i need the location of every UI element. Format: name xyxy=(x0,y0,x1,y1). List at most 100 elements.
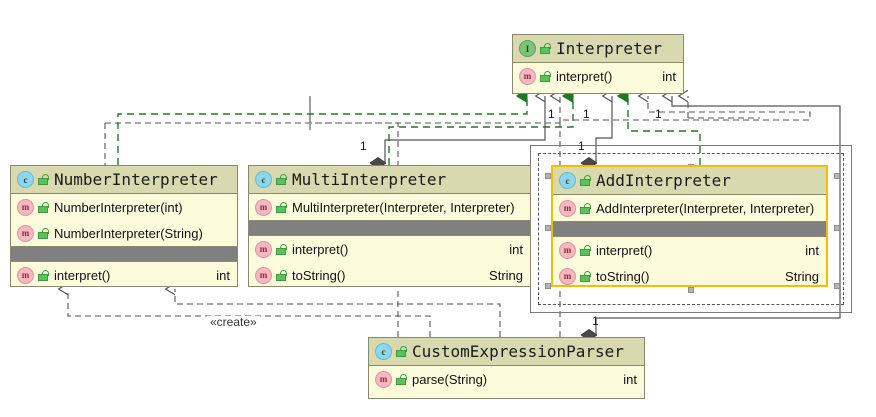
dependency-right-branch xyxy=(677,89,760,119)
class-box-custom-expression-parser[interactable]: c CustomExpressionParser m parse(String) int xyxy=(368,337,645,399)
method-icon: m xyxy=(17,266,34,284)
section-separator xyxy=(553,222,826,237)
member-type: int xyxy=(662,68,676,84)
method-icon: m xyxy=(17,198,34,216)
multiplicity-label: 1 xyxy=(592,314,599,328)
dependency-parser-to-number xyxy=(164,282,501,337)
lock-icon xyxy=(396,346,407,357)
member-type: int xyxy=(805,242,819,258)
dependency-parser-to-number-create xyxy=(57,282,431,337)
class-section: m interpret() int m toString() String xyxy=(553,237,826,289)
lock-icon xyxy=(38,227,49,239)
lock-icon xyxy=(38,201,49,213)
class-icon: c xyxy=(375,343,392,360)
selection-handle[interactable] xyxy=(545,283,551,289)
class-icon: c xyxy=(255,171,272,188)
method-icon: m xyxy=(17,224,34,242)
member-type: String xyxy=(489,267,523,283)
member-name: parse(String) xyxy=(412,371,488,387)
lock-icon xyxy=(276,174,287,185)
method-icon: m xyxy=(255,266,272,284)
method-icon: m xyxy=(519,67,536,85)
class-title-custom-expression-parser: CustomExpressionParser xyxy=(412,342,624,361)
method-icon: m xyxy=(255,198,272,216)
class-section: m MultiInterpreter(Interpreter, Interpret… xyxy=(249,194,530,221)
multiplicity-label: 1 xyxy=(578,139,585,153)
class-section: m parse(String) int xyxy=(369,366,644,392)
lock-icon xyxy=(276,243,287,255)
class-section: m interpret() int xyxy=(513,63,683,89)
class-header-custom-expression-parser[interactable]: c CustomExpressionParser xyxy=(369,338,644,366)
member-name: NumberInterpreter(int) xyxy=(54,199,183,215)
lock-icon xyxy=(580,270,591,282)
member-type: String xyxy=(785,268,819,284)
selection-handle[interactable] xyxy=(834,173,840,179)
class-title-number-interpreter: NumberInterpreter xyxy=(54,170,218,189)
dependency-multi-to-interpreter xyxy=(104,89,561,165)
selection-handle[interactable] xyxy=(545,225,551,231)
method-icon: m xyxy=(559,241,576,259)
member-row[interactable]: m MultiInterpreter(Interpreter, Interpret… xyxy=(249,194,530,220)
class-icon: c xyxy=(559,172,576,189)
member-type: int xyxy=(623,371,637,387)
selection-handle[interactable] xyxy=(834,283,840,289)
stereotype-label: «create» xyxy=(207,316,260,328)
realization-number-to-interpreter xyxy=(117,96,528,165)
multiplicity-label: 1 xyxy=(583,107,590,121)
lock-icon xyxy=(580,244,591,256)
member-name: toString() xyxy=(596,268,650,284)
selection-handle[interactable] xyxy=(545,173,551,179)
member-row[interactable]: m toString() String xyxy=(553,263,826,289)
composition-multi-interpreter xyxy=(385,96,546,163)
member-name: interpret() xyxy=(54,267,111,283)
member-row[interactable]: m parse(String) int xyxy=(369,366,644,392)
lock-icon xyxy=(276,201,287,213)
multiplicity-label: 1 xyxy=(655,107,662,121)
member-name: MultiInterpreter(Interpreter, Interprete… xyxy=(292,199,515,215)
method-icon: m xyxy=(375,370,392,388)
multiplicity-label: 1 xyxy=(360,139,367,153)
member-name: interpret() xyxy=(292,241,349,257)
selection-handle[interactable] xyxy=(688,287,694,293)
class-icon: c xyxy=(17,171,34,188)
lock-icon xyxy=(580,175,591,186)
method-icon: m xyxy=(255,240,272,258)
section-separator xyxy=(11,247,237,262)
class-box-interpreter[interactable]: I Interpreter m interpret() int xyxy=(512,34,684,94)
member-name: NumberInterpreter(String) xyxy=(54,225,203,241)
section-separator xyxy=(249,221,530,236)
member-row[interactable]: m interpret() int xyxy=(553,237,826,263)
member-row[interactable]: m interpret() int xyxy=(513,63,683,89)
class-title-interpreter: Interpreter xyxy=(556,39,662,58)
class-box-number-interpreter[interactable]: c NumberInterpreter m NumberInterpreter(int… xyxy=(10,165,238,287)
member-name: AddInterpreter(Interpreter, Interpreter) xyxy=(596,200,815,216)
member-name: interpret() xyxy=(596,242,653,258)
member-row[interactable]: m NumberInterpreter(String) xyxy=(11,220,237,246)
lock-icon xyxy=(38,174,49,185)
multiplicity-label: 1 xyxy=(548,107,555,121)
selection-handle[interactable] xyxy=(834,225,840,231)
class-header-number-interpreter[interactable]: c NumberInterpreter xyxy=(11,166,237,194)
selection-dashed-box xyxy=(538,153,844,305)
member-name: interpret() xyxy=(556,68,613,84)
interface-icon: I xyxy=(519,40,536,57)
lock-icon xyxy=(580,202,591,214)
member-type: int xyxy=(509,241,523,257)
method-icon: m xyxy=(559,267,576,285)
lock-icon xyxy=(396,373,407,385)
class-header-interpreter[interactable]: I Interpreter xyxy=(513,35,683,63)
member-row[interactable]: m NumberInterpreter(int) xyxy=(11,194,237,220)
member-row[interactable]: m interpret() int xyxy=(249,236,530,262)
